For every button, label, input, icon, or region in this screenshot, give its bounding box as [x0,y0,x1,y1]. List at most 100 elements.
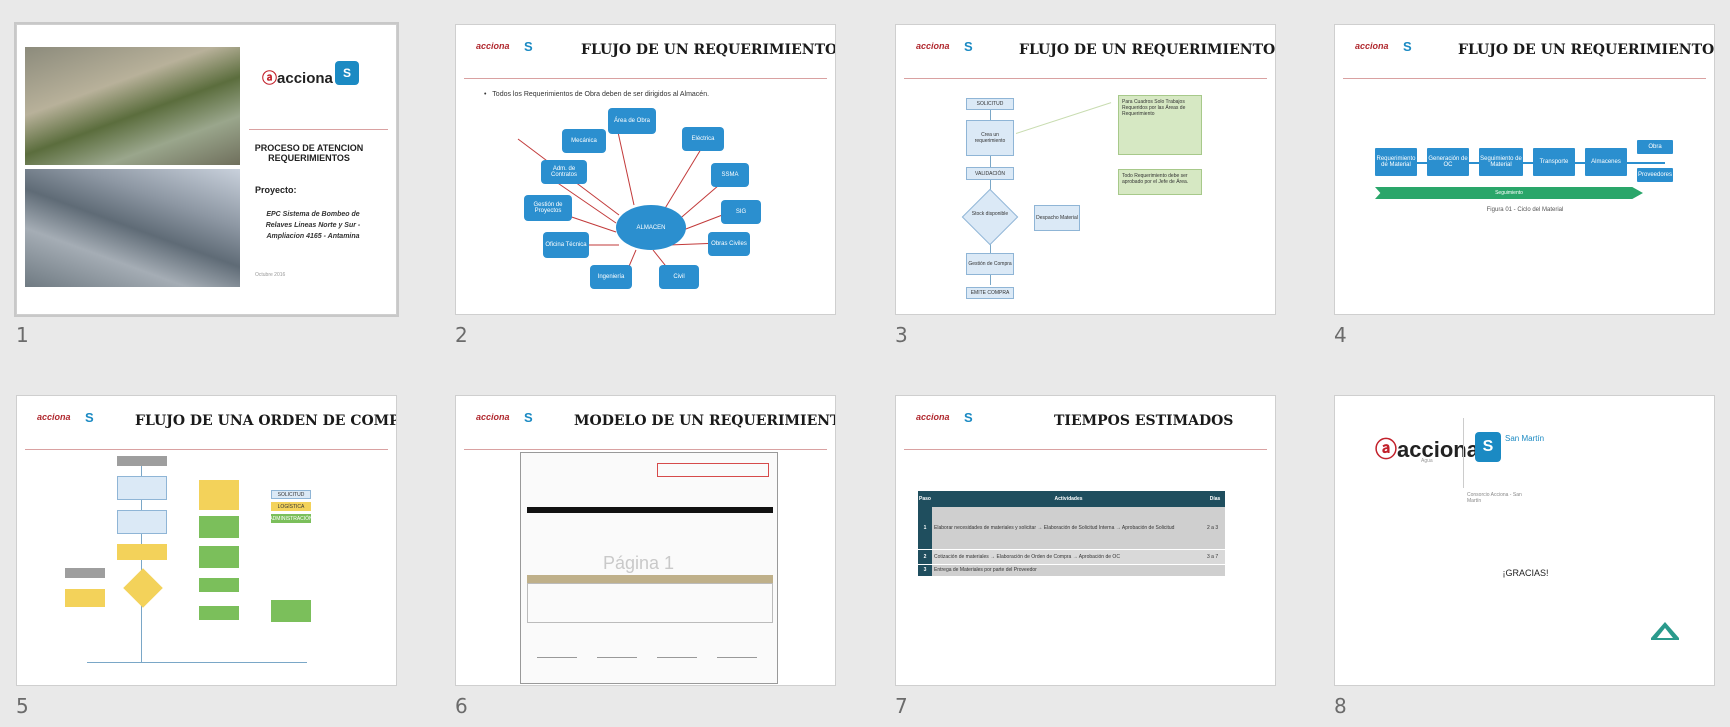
flow-step [199,546,239,568]
flow-step [65,568,105,578]
slide-thumbnail-5[interactable]: acciona S FLUJO DE UNA ORDEN DE COMPRA S… [16,395,397,686]
slide-title: FLUJO DE UN REQUERIMIENTO [1458,42,1715,58]
slide-thumbnail-7[interactable]: acciona S TIEMPOS ESTIMADOS Paso Activid… [895,395,1276,686]
chain-step: Transporte [1533,148,1575,176]
legend-item: LOGÍSTICA [271,502,311,511]
bullet-text: • Todos los Requerimientos de Obra deben… [484,91,710,98]
estimated-times-table: Paso Actividades Días 1 Elaborar necesid… [918,491,1225,577]
flow-step [117,510,167,534]
output-box: Obra [1637,140,1673,154]
slide-title: MODELO DE UN REQUERIMIENTO [574,413,836,429]
san-martin-logo: S [964,39,973,54]
flow-step: Gestión de Compra [966,253,1014,275]
san-martin-logo: S [524,410,533,425]
san-martin-name: San Martín [1505,434,1545,443]
hub-node: Área de Obra [608,108,656,134]
header-rule [464,449,827,450]
flow-start [117,456,167,466]
thanks-text: ¡GRACIAS! [1502,568,1549,578]
hub-node: Oficina Técnica [543,232,589,258]
chain-step: Generación de OC [1427,148,1469,176]
slide-thumbnail-8[interactable]: ⓐacciona Agua S San Martín Consorcio Acc… [1334,395,1715,686]
decision-diamond [961,188,1019,246]
flow-step: Crea un requerimiento [966,120,1014,156]
table-header: Paso [918,491,932,507]
note-box: Para Cuadros Solo Trabajos Requeridos po… [1118,95,1202,155]
acciona-logo: acciona [476,412,510,422]
slide-title: FLUJO DE UNA ORDEN DE COMPRA [135,413,397,429]
hub-node: Mecánica [562,129,606,153]
flow-step [199,516,239,538]
slide-number-3: 3 [895,323,908,347]
slide-number-2: 2 [455,323,468,347]
acciona-logo: acciona [37,412,71,422]
slide-number-1: 1 [16,323,29,347]
consortium-label: Consorcio Acciona - San Martín [1467,492,1522,504]
header-rule [25,449,388,450]
table-header: Actividades [932,491,1205,507]
corporate-seal-icon [1647,616,1683,644]
hub-node: Obras Civiles [708,232,750,256]
slide-thumbnail-3[interactable]: acciona S FLUJO DE UN REQUERIMIENTO SOLI… [895,24,1276,315]
flow-step: EMITE COMPRA [966,287,1014,299]
hub-node: Adm. de Contratos [541,160,587,184]
flow-step [271,600,311,622]
slide-number-7: 7 [895,694,908,718]
acciona-logo-sub: Agua [1421,458,1433,464]
form-signature-line [597,657,637,658]
slide-title: FLUJO DE UN REQUERIMIENTO [1019,42,1276,58]
decision-label: Stock disponible [971,211,1009,217]
table-row: 3 Entrega de Materiales por parte del Pr… [918,564,1225,577]
san-martin-logo: S [1403,39,1412,54]
slide-number-8: 8 [1334,694,1347,718]
form-signature-line [657,657,697,658]
slide-thumbnail-6[interactable]: acciona S MODELO DE UN REQUERIMIENTO Pág… [455,395,836,686]
header-rule [904,449,1267,450]
header-rule [904,78,1267,79]
hub-node: Eléctrica [682,127,724,151]
slide-title: FLUJO DE UN REQUERIMIENTO [581,42,836,58]
requirement-hub-diagram [517,122,739,286]
hub-center-almacen: ALMACEN [616,205,686,250]
seguimiento-arrow-bar: Seguimiento [1375,187,1643,199]
flow-connector [141,462,142,662]
hub-node: Ingeniería [590,265,632,289]
header-rule [464,78,827,79]
table-row: 2 Cotización de materiales → Elaboración… [918,549,1225,565]
output-box: Proveedores [1637,168,1673,182]
form-signature-line [537,657,577,658]
project-label: Proyecto: [255,185,297,195]
slide-date: Octubre 2016 [255,272,286,278]
logo-divider [1463,418,1464,488]
chain-step: Almacenes [1585,148,1627,176]
hub-node: Gestión de Proyectos [524,195,572,221]
decision-diamond [123,568,163,608]
hub-node: SIG [721,200,761,224]
mine-photo-bottom [25,169,240,287]
slide-thumbnail-1[interactable]: ⓐacciona S PROCESO DE ATENCION REQUERIMI… [14,22,399,317]
san-martin-logo: S [524,39,533,54]
form-table-body [527,583,773,623]
slide-thumbnail-4[interactable]: acciona S FLUJO DE UN REQUERIMIENTO Requ… [1334,24,1715,315]
header-rule [1343,78,1706,79]
note-connector [1015,102,1112,134]
flow-step: SOLICITUD [966,98,1014,110]
chain-step: Requerimiento de Material [1375,148,1417,176]
san-martin-logo: S [85,410,94,425]
slide-thumbnail-2[interactable]: acciona S FLUJO DE UN REQUERIMIENTO • To… [455,24,836,315]
project-name: EPC Sistema de Bombeo de Relaves Lineas … [265,211,361,240]
slide-number-6: 6 [455,694,468,718]
san-martin-logo: S [335,61,359,85]
acciona-logo: acciona [1355,41,1389,51]
flow-step [199,606,239,620]
hub-node: Civil [659,265,699,289]
acciona-logo: acciona [916,412,950,422]
flow-step [199,578,239,592]
figure-caption: Figura 01 - Ciclo del Material [1486,207,1564,213]
flow-step [117,544,167,560]
acciona-logo: acciona [916,41,950,51]
san-martin-logo: S [1475,432,1501,462]
requirement-form-preview: Página 1 [520,452,778,684]
form-watermark: Página 1 [603,553,675,573]
slide-heading: PROCESO DE ATENCION REQUERIMIENTOS [254,143,364,163]
